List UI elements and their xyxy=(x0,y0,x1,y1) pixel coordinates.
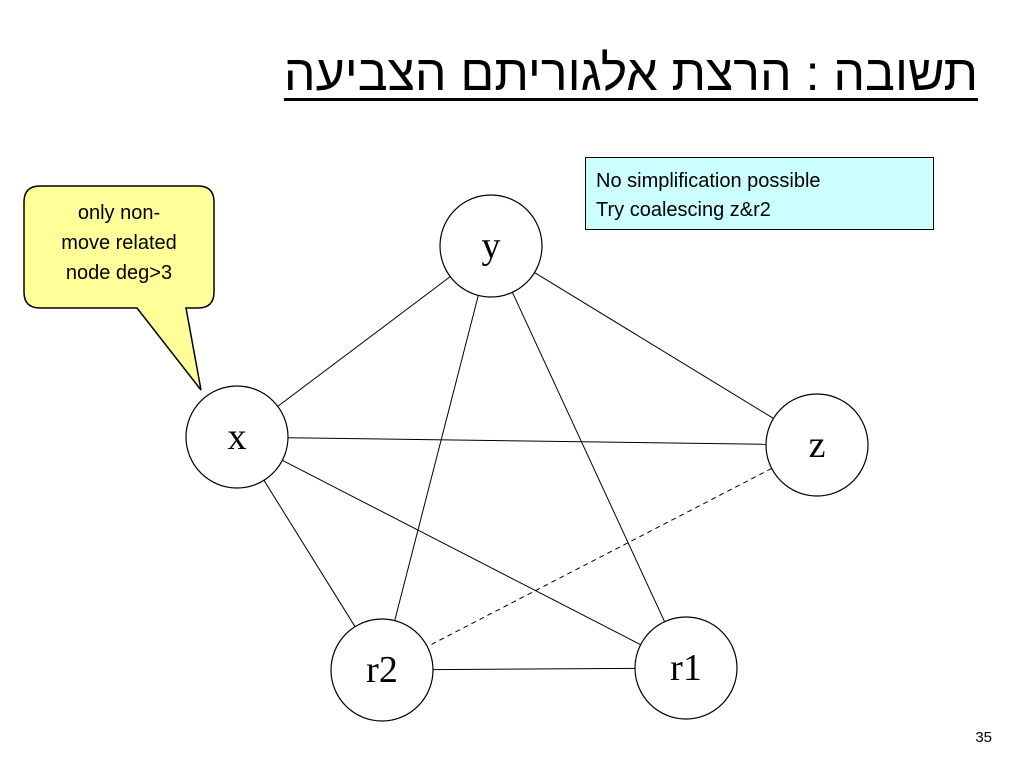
edge-x-r1 xyxy=(282,459,641,646)
node-r1: r1 xyxy=(634,616,738,720)
slide-number: 35 xyxy=(975,729,992,746)
slide-title: תשובה : הרצת אלגוריתם הצביעה xyxy=(283,45,978,101)
node-label-r1: r1 xyxy=(670,647,702,689)
callout-bubble xyxy=(23,185,215,391)
node-y: y xyxy=(439,194,543,298)
info-line: No simplification possible xyxy=(596,170,821,192)
node-circle-r1 xyxy=(634,616,738,720)
info-box: No simplification possible Try coalescin… xyxy=(585,157,934,230)
node-label-x: x xyxy=(228,416,247,458)
node-label-z: z xyxy=(809,424,826,466)
callout-line: only non- xyxy=(77,202,161,224)
graph-nodes: y x z r2 r1 xyxy=(185,194,869,722)
edge-r2-r1 xyxy=(432,667,636,671)
node-label-y: y xyxy=(482,225,501,267)
edge-z-r2 xyxy=(427,467,772,648)
graph-edges xyxy=(263,272,774,671)
node-x: x xyxy=(185,385,289,489)
node-circle-y xyxy=(439,194,543,298)
node-r2: r2 xyxy=(330,618,434,722)
node-z: z xyxy=(765,393,869,497)
callout-text: only non- move related node deg>3 xyxy=(24,198,214,288)
edge-y-r2 xyxy=(394,295,479,621)
info-line: Try coalescing z&r2 xyxy=(596,199,771,221)
edge-x-z xyxy=(287,437,767,445)
callout-line: node deg>3 xyxy=(65,262,173,284)
node-circle-x xyxy=(185,385,289,489)
edge-y-r1 xyxy=(511,292,666,622)
node-label-r2: r2 xyxy=(366,649,398,691)
node-circle-r2 xyxy=(330,618,434,722)
edge-y-x xyxy=(277,276,451,407)
callout-line: move related xyxy=(61,232,177,254)
edge-x-r2 xyxy=(263,480,356,627)
node-circle-z xyxy=(765,393,869,497)
edge-y-z xyxy=(534,272,774,419)
